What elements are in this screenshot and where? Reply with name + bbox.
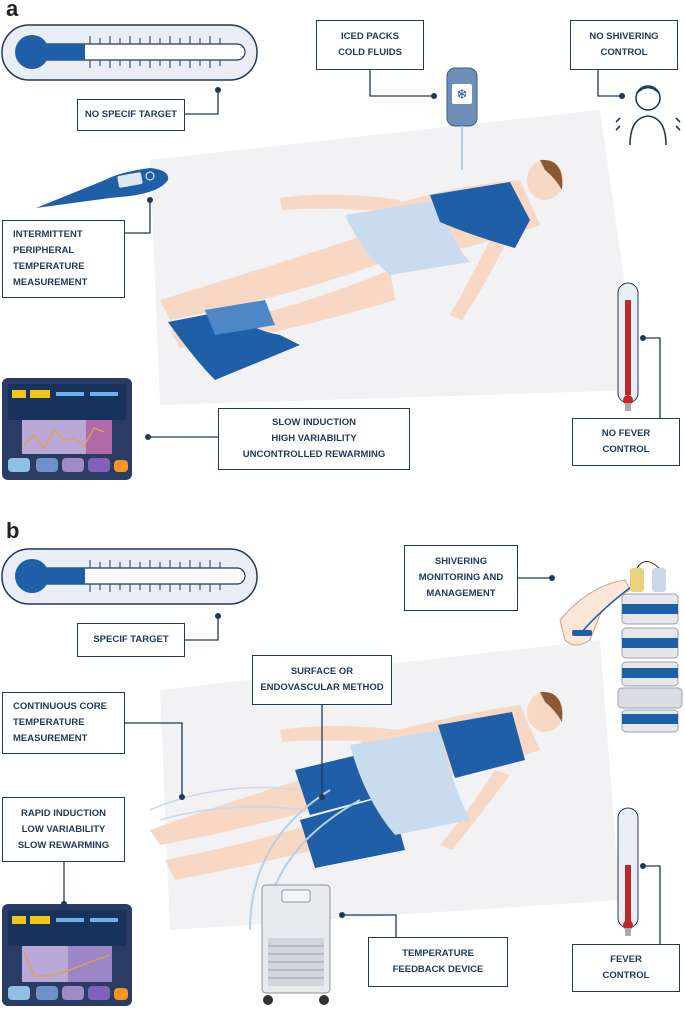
- label-shivering: SHIVERING MONITORING AND MANAGEMENT: [404, 545, 518, 611]
- vertical-thermometer-b-icon: [617, 807, 639, 936]
- label-iced-packs: ICED PACKS COLD FLUIDS: [316, 20, 424, 70]
- label-line: UNCONTROLLED REWARMING: [242, 449, 386, 460]
- connector-no-target: [185, 90, 219, 115]
- label-continuous: CONTINUOUS CORE TEMPERATURE MEASUREMENT: [2, 692, 125, 754]
- label-line: SLOW INDUCTION: [272, 417, 356, 428]
- connector-specif-target: [185, 616, 219, 641]
- label-no-specif-target-text: NO SPECIF TARGET: [84, 109, 178, 120]
- connector-continuous: [125, 722, 183, 797]
- connector-feedback: [342, 914, 397, 937]
- feedback-device-icon: [261, 884, 331, 1005]
- person-icon: [615, 85, 681, 146]
- label-feedback: TEMPERATURE FEEDBACK DEVICE: [368, 937, 508, 987]
- label-line: LOW VARIABILITY: [21, 823, 106, 835]
- shivering-device-icon: [617, 561, 683, 733]
- svg-text:❄: ❄: [456, 87, 468, 103]
- label-line: SLOW REWARMING: [17, 839, 110, 851]
- label-line: MEASUREMENT: [13, 277, 88, 288]
- label-line: MEASUREMENT: [13, 733, 88, 744]
- label-line: FEVER: [610, 954, 642, 965]
- label-no-shivering: NO SHIVERING CONTROL: [570, 20, 678, 70]
- hand-sensor-icon: [559, 579, 641, 646]
- label-line: CONTROL: [600, 47, 648, 58]
- label-rapid: RAPID INDUCTION LOW VARIABILITY SLOW REW…: [2, 797, 125, 862]
- label-line: SHIVERING: [434, 556, 488, 567]
- label-line: ICED PACKS: [341, 31, 399, 42]
- patient-a-figure: [160, 159, 563, 380]
- connector-intermittent: [125, 200, 151, 234]
- panel-a-letter: a: [6, 0, 19, 21]
- label-line: CONTINUOUS CORE: [13, 701, 107, 712]
- label-line: MANAGEMENT: [426, 588, 496, 599]
- label-line: RAPID INDUCTION: [21, 807, 106, 819]
- label-fever: FEVER CONTROL: [572, 944, 680, 992]
- label-specif-target: SPECIF TARGET: [77, 623, 185, 657]
- label-line: NO FEVER: [601, 428, 651, 439]
- panel-b-letter: b: [6, 518, 20, 543]
- horizontal-thermometer-a-icon: [1, 24, 258, 81]
- label-line: TEMPERATURE: [402, 948, 474, 959]
- connector-fever: [643, 865, 661, 944]
- label-line: PERIPHERAL: [13, 245, 75, 256]
- connector-no-shivering: [597, 70, 622, 97]
- label-line: FEEDBACK DEVICE: [392, 964, 484, 975]
- label-no-specif-target: NO SPECIF TARGET: [77, 99, 185, 131]
- label-line: SURFACE OR: [290, 666, 354, 677]
- iv-bag-icon: ❄: [446, 67, 478, 170]
- label-line: NO SHIVERING: [589, 31, 659, 42]
- horizontal-thermometer-b-icon: [1, 548, 258, 605]
- vertical-thermometer-a-icon: [617, 282, 639, 411]
- label-line: CONTROL: [602, 970, 650, 981]
- label-line: COLD FLUIDS: [338, 47, 402, 58]
- label-line: TEMPERATURE: [13, 717, 85, 728]
- label-line: TEMPERATURE: [13, 261, 85, 272]
- monitor-a-icon: [2, 378, 132, 480]
- digital-thermometer-icon: [36, 168, 169, 208]
- connector-no-fever: [643, 337, 661, 418]
- label-specif-target-text: SPECIF TARGET: [93, 634, 169, 645]
- label-line: ENDOVASCULAR METHOD: [260, 682, 384, 693]
- label-intermittent: INTERMITTENT PERIPHERAL TEMPERATURE MEAS…: [2, 220, 125, 298]
- label-line: INTERMITTENT: [13, 229, 83, 240]
- label-slow-induction: SLOW INDUCTION HIGH VARIABILITY UNCONTRO…: [218, 408, 410, 470]
- patient-b-figure: [149, 691, 563, 931]
- connector-iced-packs: [369, 70, 434, 97]
- label-line: MONITORING AND: [418, 572, 504, 583]
- label-no-fever: NO FEVER CONTROL: [572, 418, 680, 466]
- monitor-b-icon: [2, 904, 132, 1006]
- label-line: HIGH VARIABILITY: [271, 433, 357, 444]
- label-surface: SURFACE OR ENDOVASCULAR METHOD: [252, 655, 392, 705]
- label-line: CONTROL: [602, 444, 650, 455]
